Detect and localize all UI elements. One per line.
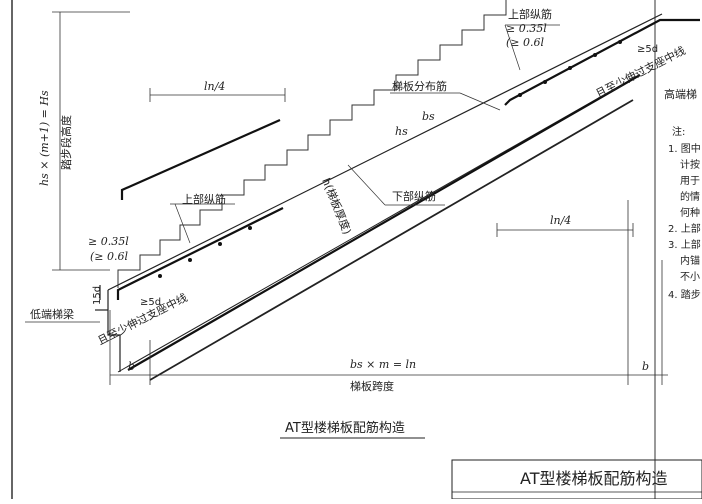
title-block: AT型楼梯板配筋构造 <box>451 459 702 500</box>
upper-rebar-right <box>504 18 700 106</box>
label-span: 梯板跨度 <box>350 379 394 393</box>
note-line: 计按 <box>680 158 700 171</box>
dimension-lines <box>52 11 668 385</box>
drawing-caption: AT型楼梯板配筋构造 <box>285 420 405 436</box>
label-upper-bar-right: 上部纵筋 <box>508 7 552 21</box>
label-height-formula: hs × (m+1) = Hs <box>38 90 51 186</box>
label-anchor-left-1: ≥ 0.35l <box>88 235 129 248</box>
label-anchor-left-2: (≥ 0.6l <box>90 250 128 263</box>
label-five-d-right: ≥5d <box>637 44 658 55</box>
note-line: 的情 <box>680 190 700 203</box>
label-anchor-right-1: ≥ 0.35l <box>506 22 547 35</box>
label-span-formula: bs × m = ln <box>350 358 416 371</box>
label-anchor-right-2: (≥ 0.6l <box>506 36 544 49</box>
lower-rebar <box>127 74 641 371</box>
label-five-d-left: ≥5d <box>140 297 161 308</box>
label-low-beam: 低端梯梁 <box>30 307 74 321</box>
title-block-text: AT型楼梯板配筋构造 <box>520 469 667 488</box>
note-line: 用于 <box>680 176 700 187</box>
notes-heading: 注: <box>672 125 685 138</box>
note-line: 不小 <box>680 271 700 283</box>
notes-block: 注: 1. 图中 计按 用于 的情 何种 2. 上部 3. 上部 内锚 不小 4… <box>668 125 701 301</box>
note-line: 4. 踏步 <box>668 288 701 301</box>
label-high-beam: 高端梯 <box>664 87 697 101</box>
label-b-left: b <box>128 360 135 373</box>
note-line: 何种 <box>680 206 700 219</box>
low-end-beam <box>95 285 121 372</box>
label-hs: hs <box>395 125 408 138</box>
label-dist-bar: 梯板分布筋 <box>392 79 447 93</box>
label-b-right: b <box>642 360 649 373</box>
label-ln4-right: ln/4 <box>550 214 571 227</box>
label-bs: bs <box>422 110 435 123</box>
leader-lines <box>25 24 560 323</box>
stair-steps <box>117 0 507 288</box>
label-thickness: h(梯板厚度) <box>319 176 354 236</box>
label-lower-bar: 下部纵筋 <box>392 189 436 203</box>
label-height-sub: 踏步段高度 <box>59 115 73 170</box>
label-ln4-left: ln/4 <box>204 80 225 93</box>
note-line: 2. 上部 <box>668 222 701 235</box>
upper-rebar-left <box>116 118 284 300</box>
distribution-bars <box>158 40 622 278</box>
note-line: 内锚 <box>680 254 700 267</box>
note-line: 1. 图中 <box>668 142 701 155</box>
note-line: 3. 上部 <box>668 238 701 251</box>
label-upper-bar-left: 上部纵筋 <box>182 192 226 206</box>
label-fifteen-d: 15d <box>92 286 103 305</box>
